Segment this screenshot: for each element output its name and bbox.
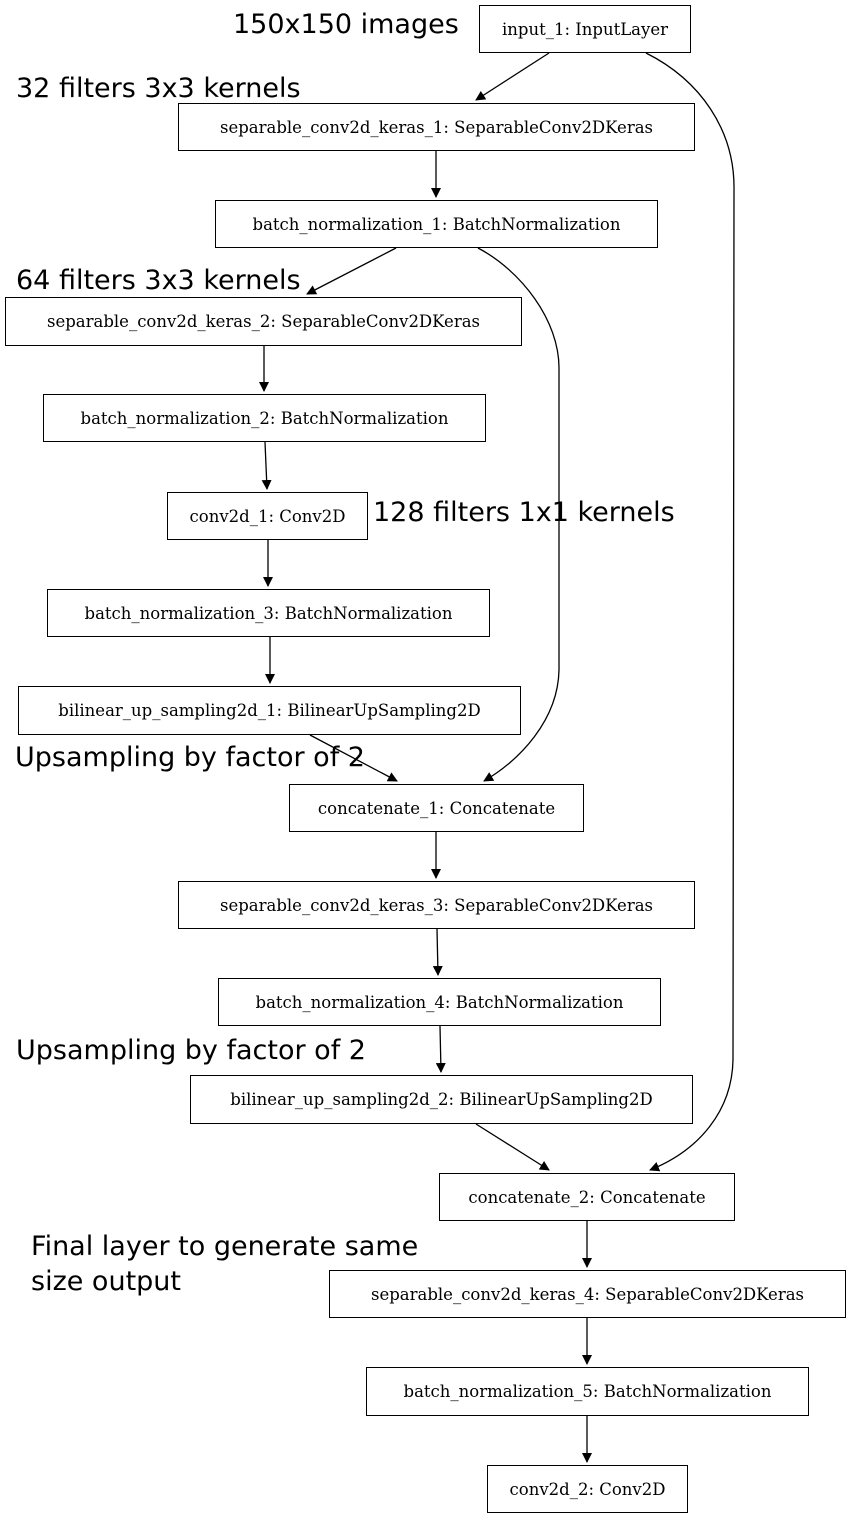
node-batch-normalization-3: batch_normalization_3: BatchNormalizatio…	[47, 589, 490, 637]
note-input-size: 150x150 images	[233, 9, 459, 40]
node-conv2d-1: conv2d_1: Conv2D	[167, 492, 368, 540]
node-batch-normalization-1: batch_normalization_1: BatchNormalizatio…	[215, 200, 658, 248]
edge-up1-to-cat1	[309, 734, 398, 782]
edge-up2-to-cat2	[475, 1123, 550, 1171]
edge-bn4-to-up2	[435, 1025, 446, 1073]
edge-sep3-to-bn4	[432, 928, 443, 976]
node-conv2d-2: conv2d_2: Conv2D	[487, 1465, 688, 1513]
edge-bn2-to-conv1	[261, 441, 272, 490]
node-bilinear-up-sampling2d-2: bilinear_up_sampling2d_2: BilinearUpSamp…	[190, 1075, 693, 1124]
note-upsampling-2: Upsampling by factor of 2	[16, 1035, 366, 1066]
node-separable-conv2d-keras-2: separable_conv2d_keras_2: SeparableConv2…	[5, 297, 522, 346]
node-separable-conv2d-keras-4: separable_conv2d_keras_4: SeparableConv2…	[329, 1270, 846, 1318]
node-batch-normalization-5: batch_normalization_5: BatchNormalizatio…	[366, 1367, 809, 1416]
edge-input_1-to-sep1	[475, 52, 550, 101]
node-separable-conv2d-keras-1: separable_conv2d_keras_1: SeparableConv2…	[178, 103, 695, 151]
note-filters-32: 32 filters 3x3 kernels	[16, 73, 301, 104]
node-batch-normalization-4: batch_normalization_4: BatchNormalizatio…	[218, 978, 661, 1026]
edge-bn1-to-sep2	[306, 247, 397, 295]
edge-bn1-to-cat1	[477, 247, 560, 782]
node-batch-normalization-2: batch_normalization_2: BatchNormalizatio…	[43, 394, 486, 442]
note-filters-64: 64 filters 3x3 kernels	[16, 265, 301, 296]
note-final-layer-line-1: Final layer to generate same	[31, 1231, 419, 1262]
node-separable-conv2d-keras-3: separable_conv2d_keras_3: SeparableConv2…	[178, 881, 695, 929]
node-input-1: input_1: InputLayer	[479, 5, 691, 53]
note-final-layer: Final layer to generate same size output	[31, 1229, 418, 1299]
edge-input_1-to-cat2	[645, 52, 735, 1172]
note-final-layer-line-2: size output	[31, 1266, 181, 1297]
node-concatenate-2: concatenate_2: Concatenate	[439, 1173, 735, 1221]
node-concatenate-1: concatenate_1: Concatenate	[289, 784, 584, 832]
node-bilinear-up-sampling2d-1: bilinear_up_sampling2d_1: BilinearUpSamp…	[18, 686, 521, 735]
note-filters-128: 128 filters 1x1 kernels	[373, 497, 675, 528]
note-upsampling-1: Upsampling by factor of 2	[15, 742, 365, 773]
